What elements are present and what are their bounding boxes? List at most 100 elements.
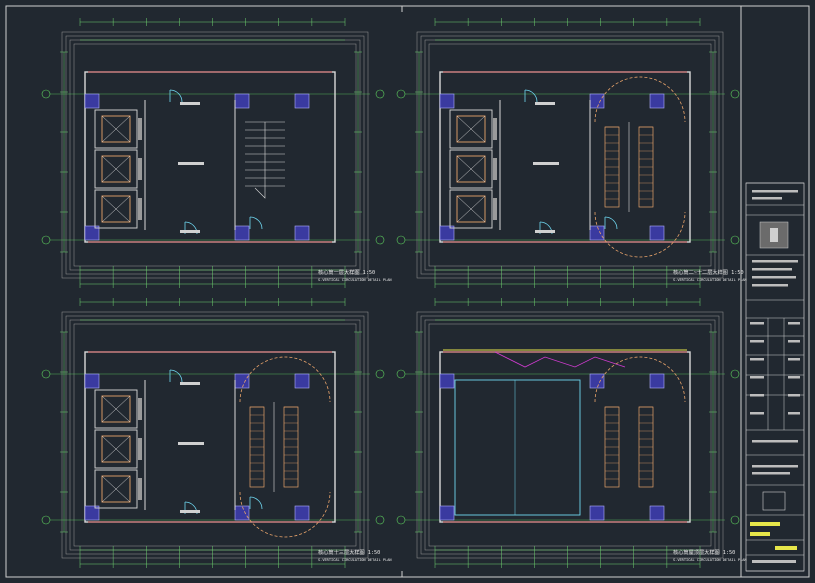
elevator-cross [101,395,131,423]
structural-column [234,93,250,109]
structural-column [84,505,100,521]
elevator-shaft [449,189,493,229]
elevator-cross [456,195,486,223]
plans-layer: 核心筒一层大样图 1:50S-VERTICAL CIRCULATION DETA… [41,18,747,568]
approval-bar [775,546,797,550]
elevator-cross [101,435,131,463]
grid-axis-bubble [375,515,385,525]
elevator-door [138,478,142,500]
grid-axis-bubble [396,89,406,99]
field-label-bar [750,394,764,397]
elevator-shaft [94,189,138,229]
grid-axis-bubble [730,515,740,525]
annotation-mark [535,102,555,105]
elevator-car [456,195,486,223]
title-text-bar [752,465,798,468]
structural-column [649,373,665,389]
structural-column [294,93,310,109]
door-swing [524,89,538,103]
door-swing [249,496,263,510]
annotation-mark [178,442,204,445]
grid-axis-bubble [41,235,51,245]
stair-arc-top [239,356,331,403]
annotation-mark [180,510,200,513]
structural-column [439,505,455,521]
structural-column [439,225,455,241]
title-text-bar [752,440,798,443]
annotation-mark [180,382,200,385]
structural-column [294,225,310,241]
outline-frame [428,43,712,267]
elevator-door [493,118,497,140]
title-text-bar [752,284,788,287]
field-value-bar [788,394,800,397]
title-text-bar [752,472,790,475]
elevator-cross [101,155,131,183]
outline-frame [69,319,361,551]
outline-frame [428,323,712,547]
elevator-shaft [94,149,138,189]
elevator-shaft [449,149,493,189]
stair-arc-bottom [594,211,686,258]
door-swing [169,369,183,383]
outline-frame [416,31,724,279]
field-label-bar [750,376,764,379]
elevator-car [101,115,131,143]
outline-frame [424,39,716,271]
structural-column [649,225,665,241]
structural-column [294,505,310,521]
door-swing [604,216,618,230]
elevator-door [138,118,142,140]
field-label-bar [750,358,764,361]
structural-column [649,93,665,109]
machine-room [454,379,581,516]
structural-column [439,93,455,109]
structural-column [589,93,605,109]
stair-arc-bottom [239,491,331,538]
elevator-shaft [94,389,138,429]
elevator-door [138,398,142,420]
field-label-bar [750,322,764,325]
elevator-cross [101,115,131,143]
plan-title: 核心筒一层大样图 1:50 [318,268,375,276]
approval-bar [750,522,780,526]
grid-axis-bubble [375,369,385,379]
door-swing [249,216,263,230]
plan-subtitle: S-VERTICAL CIRCULATION DETAIL PLAN [673,278,747,282]
structural-column [439,373,455,389]
plan-title: 核心筒屋顶层大样图 1:50 [673,548,735,556]
grid-axis-bubble [396,369,406,379]
elevator-car [101,155,131,183]
elevator-door [493,158,497,180]
grid-axis-bubble [41,369,51,379]
outline-frame [424,319,716,551]
grid-axis-bubble [730,369,740,379]
plan-1: 核心筒一层大样图 1:50S-VERTICAL CIRCULATION DETA… [41,18,392,288]
plan-title: 核心筒十三层大样图 1:50 [318,548,380,556]
elevator-door [138,158,142,180]
outline-frame [73,43,357,267]
elevator-car [101,475,131,503]
plan-title: 核心筒二~十二层大样图 1:50 [673,268,744,276]
grid-axis-bubble [375,89,385,99]
stair-arc-top [594,356,686,403]
annotation-mark [178,162,204,165]
grid-axis-bubble [396,235,406,245]
structural-column [589,373,605,389]
logo-mark [770,228,778,242]
title-text-bar [752,276,796,279]
title-block [745,182,805,572]
grid-axis-bubble [730,235,740,245]
annotation-mark [180,102,200,105]
elevator-cross [456,155,486,183]
plan-subtitle: S-VERTICAL CIRCULATION DETAIL PLAN [318,558,392,562]
structural-column [234,373,250,389]
outline-frame [420,315,720,555]
annotation-mark [180,230,200,233]
structural-column [649,505,665,521]
field-label-bar [750,412,764,415]
field-value-bar [788,340,800,343]
elevator-door [138,438,142,460]
annotation-mark [533,162,559,165]
